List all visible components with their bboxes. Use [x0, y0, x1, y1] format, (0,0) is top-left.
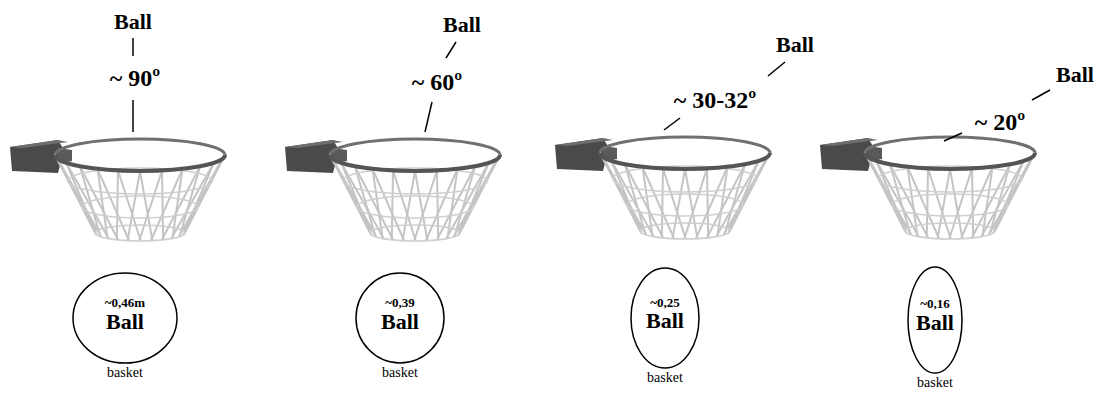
angle-label: ~ 30-32º — [674, 87, 756, 113]
ball-text: Ball — [381, 310, 419, 333]
ball-ellipse: ~0,16Ballbasket — [907, 266, 963, 374]
ball-text: Ball — [916, 311, 954, 334]
angle-label: ~ 90º — [110, 65, 160, 91]
ball-text: Ball — [646, 309, 684, 332]
ball-ellipse: ~0,46mBallbasket — [72, 272, 178, 364]
basketball-hoop — [820, 137, 1035, 239]
ball-text: Ball — [106, 310, 144, 333]
basket-caption: basket — [382, 366, 418, 381]
size-label: ~0,46m — [105, 296, 145, 310]
ball-label: Ball — [1056, 63, 1094, 87]
leader-line — [132, 100, 134, 132]
size-label: ~0,25 — [650, 296, 680, 310]
basketball-hoop — [555, 137, 770, 239]
leader-line — [425, 102, 432, 132]
leader-line — [944, 133, 962, 141]
ball-ellipse: ~0,39Ballbasket — [355, 272, 445, 364]
angle-label: ~ 20º — [975, 109, 1025, 135]
angle-label: ~ 60º — [412, 69, 462, 95]
basket-caption: basket — [647, 371, 683, 386]
leader-line — [446, 42, 456, 58]
ball-label: Ball — [114, 10, 152, 34]
basket-caption: basket — [107, 366, 143, 381]
leader-line — [768, 62, 785, 76]
basket-caption: basket — [917, 376, 953, 391]
leader-line — [132, 38, 134, 56]
leader-line — [1032, 90, 1050, 100]
ball-label: Ball — [776, 33, 814, 57]
size-label: ~0,39 — [385, 296, 415, 310]
basketball-hoop — [285, 139, 500, 241]
ball-ellipse: ~0,25Ballbasket — [630, 267, 700, 369]
basketball-hoop — [10, 139, 225, 241]
ball-label: Ball — [443, 13, 481, 37]
size-label: ~0,16 — [920, 297, 950, 311]
leader-line — [664, 118, 680, 130]
